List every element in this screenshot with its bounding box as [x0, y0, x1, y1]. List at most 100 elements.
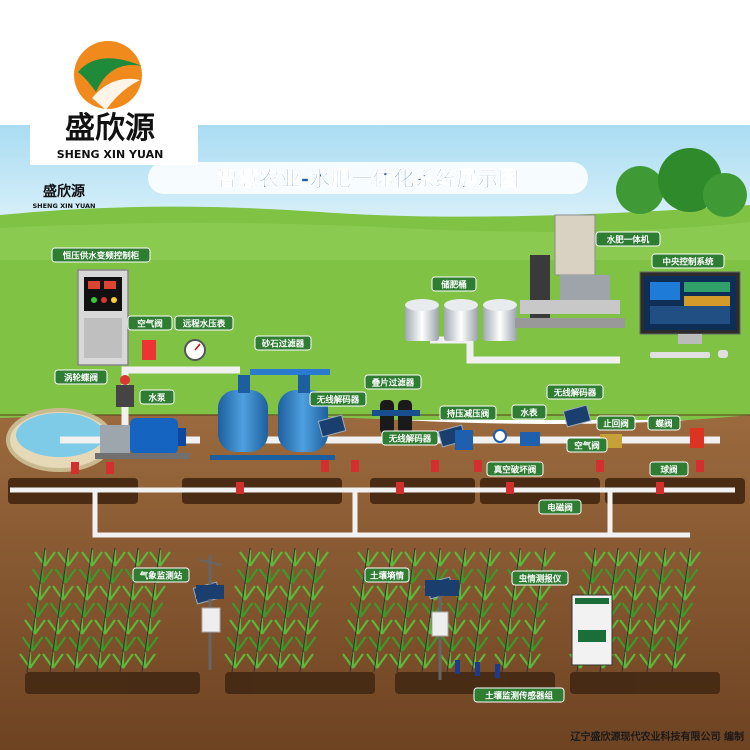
footer-caption: 辽宁盛欣源现代农业科技有限公司 编制 [570, 732, 744, 743]
valve-marker [321, 460, 329, 472]
label-text: 虫情测报仪 [519, 574, 562, 585]
crop-row [439, 547, 476, 673]
crop-row [246, 547, 283, 673]
solar-panel [562, 404, 592, 428]
gate-valve[interactable] [690, 428, 704, 448]
fertigation-machine[interactable] [515, 214, 625, 328]
label-text: 水泵 [147, 393, 166, 404]
disc-filter[interactable] [372, 400, 420, 434]
label-text: 无线解码器 [388, 434, 432, 445]
valve-marker [696, 460, 704, 472]
pest-monitor[interactable] [571, 594, 613, 666]
label-pressure-gauge: 远程水压表 [174, 315, 234, 331]
label-control-cabinet: 恒压供水变频控制柜 [51, 247, 151, 263]
valve-marker [71, 462, 79, 474]
brand-logo-icon [74, 41, 142, 109]
crop-row [664, 547, 701, 673]
label-text: 砂石过滤器 [261, 339, 305, 350]
control-cabinet[interactable] [77, 269, 129, 366]
crop-row [614, 547, 651, 673]
underground-pipes [10, 487, 735, 538]
label-air-valve-2: 空气阀 [566, 437, 608, 453]
crop-soil-strips [25, 672, 720, 694]
crop-row [292, 547, 329, 673]
label-text: 叠片过滤器 [372, 378, 415, 389]
label-text: 气象监测站 [139, 571, 183, 582]
brand-small-pinyin: SHENG XIN YUAN [33, 202, 96, 210]
label-vacuum-breaker: 真空破坏阀 [486, 461, 544, 477]
valve-marker [351, 460, 359, 472]
crop-row [42, 547, 79, 673]
label-sand-filter: 砂石过滤器 [254, 335, 312, 351]
valve-marker [106, 462, 114, 474]
label-text: 储肥桶 [440, 280, 467, 291]
valve-marker [431, 460, 439, 472]
label-text: 球阀 [660, 465, 677, 476]
brand-name: 盛欣源 [65, 111, 155, 146]
label-text: 止回阀 [603, 419, 629, 430]
valve-marker [396, 482, 404, 494]
label-text: 远程水压表 [183, 319, 226, 330]
label-butterfly-valve: 涡轮蝶阀 [54, 369, 108, 385]
label-text: 电磁阀 [547, 503, 573, 514]
air-valve-1[interactable] [142, 340, 156, 360]
label-pressure-reducer: 持压减压阀 [439, 405, 497, 421]
valve-marker [656, 482, 664, 494]
pressure-gauge[interactable] [184, 339, 206, 361]
label-text: 无线解码器 [553, 388, 597, 399]
crop-row [19, 547, 56, 673]
page-title: 智慧农业-水肥一体化系统展示图 [217, 167, 520, 191]
title-banner: 智慧农业-水肥一体化系统展示图 [148, 162, 588, 194]
valve-markers [71, 460, 704, 494]
fertilizer-tanks[interactable] [405, 299, 517, 341]
valve-marker [596, 460, 604, 472]
soil-moisture-station[interactable] [425, 580, 459, 680]
label-air-valve-1: 空气阀 [127, 315, 173, 331]
label-decoder-1: 无线解码器 [309, 391, 367, 407]
label-text: 涡轮蝶阀 [64, 373, 98, 384]
brand-logo: 盛欣源 SHENG XIN YUAN 盛欣源 SHENG XIN YUAN [30, 30, 198, 210]
label-text: 空气阀 [574, 441, 600, 452]
pressure-reducing-valve[interactable] [455, 430, 473, 450]
label-solenoid-valve: 电磁阀 [538, 499, 582, 515]
label-text: 真空破坏阀 [494, 465, 537, 476]
crop-row [639, 547, 676, 673]
label-water-meter: 水表 [511, 404, 547, 420]
label-weather-station: 气象监测站 [132, 567, 190, 583]
label-text: 中央控制系统 [662, 257, 714, 268]
crop-row [66, 547, 103, 673]
label-fertilizer-tank: 储肥桶 [431, 276, 477, 292]
water-meter[interactable] [493, 429, 540, 446]
crop-row [464, 547, 501, 673]
label-pump: 水泵 [139, 389, 175, 405]
label-text: 无线解码器 [316, 395, 360, 406]
central-control-monitor[interactable] [639, 271, 741, 358]
label-text: 水肥一体机 [606, 235, 650, 246]
label-text: 土壤墒情 [370, 571, 405, 582]
brand-small-name: 盛欣源 [43, 183, 85, 200]
label-text: 空气阀 [137, 319, 163, 330]
label-decoder-2: 无线解码器 [381, 430, 439, 446]
label-text: 恒压供水变频控制柜 [63, 251, 140, 262]
label-soil-sensor-group: 土壤监测传感器组 [473, 687, 565, 703]
label-text: 蝶阀 [655, 419, 672, 430]
label-central-control: 中央控制系统 [651, 253, 725, 269]
label-float-valve: 蝶阀 [647, 415, 681, 431]
valve-marker [474, 460, 482, 472]
label-text: 持压减压阀 [447, 409, 490, 420]
label-disc-filter: 叠片过滤器 [364, 374, 422, 390]
label-text: 土壤监测传感器组 [485, 691, 554, 702]
crop-row [269, 547, 306, 673]
soil-sensor-group[interactable] [455, 660, 500, 678]
butterfly-valve[interactable] [116, 375, 134, 407]
solar-panel [317, 414, 347, 438]
label-pest-monitor: 虫情测报仪 [511, 570, 569, 586]
label-decoder-3: 无线解码器 [546, 384, 604, 400]
weather-station[interactable] [196, 555, 224, 670]
water-pump[interactable] [95, 418, 190, 459]
crop-row [494, 547, 531, 673]
valve-marker [506, 482, 514, 494]
